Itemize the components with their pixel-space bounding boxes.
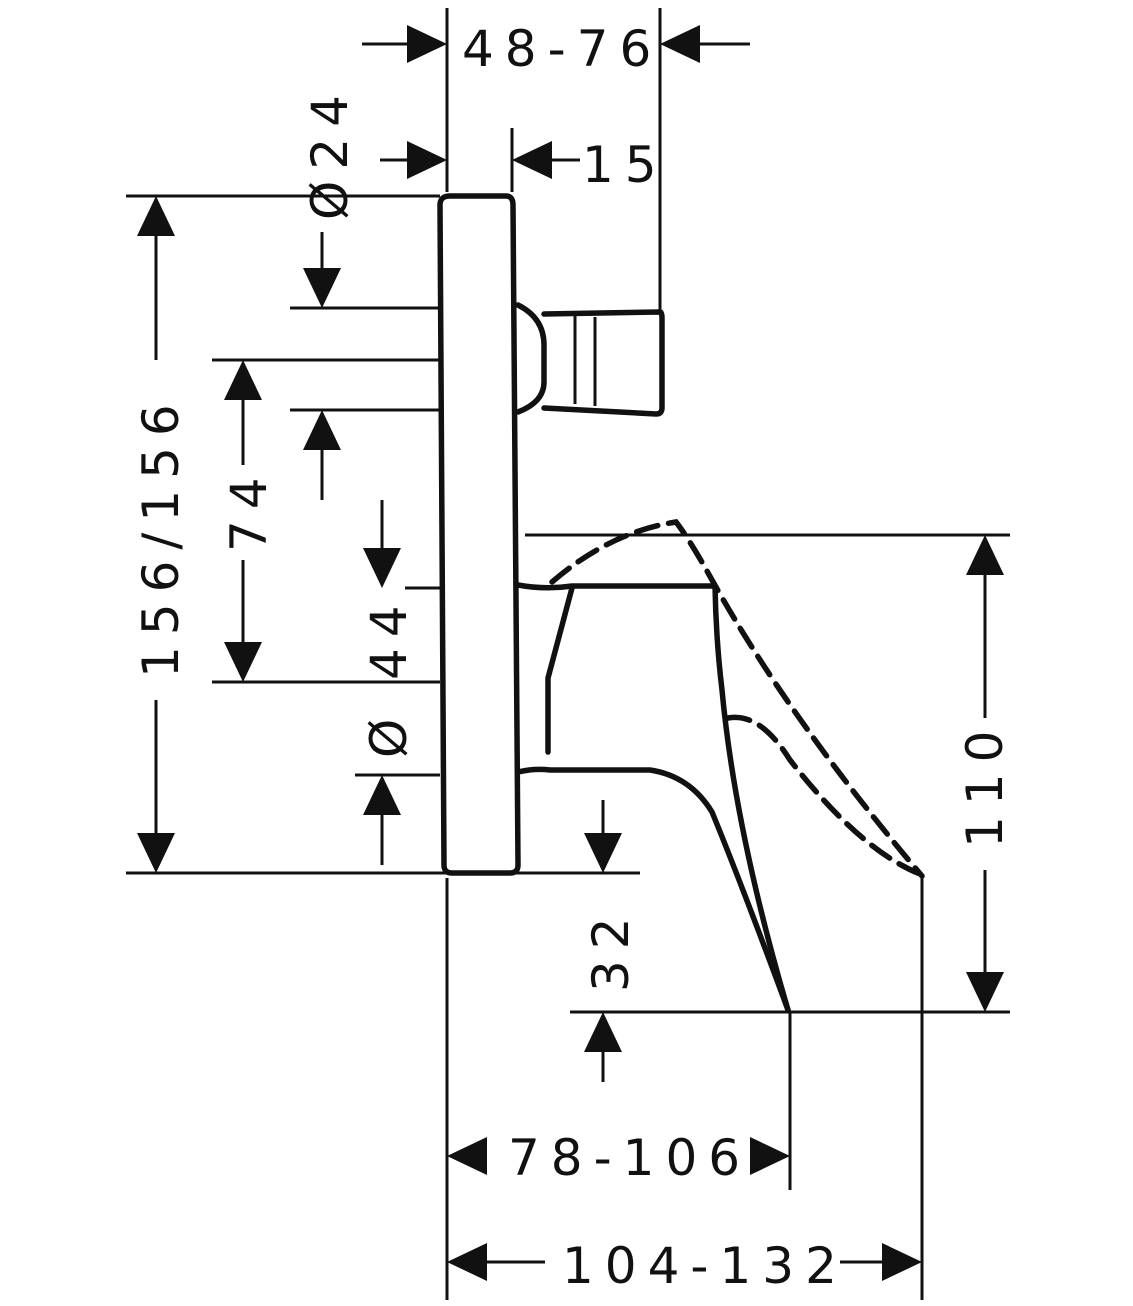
extension-lines <box>126 8 1010 1300</box>
dim-15-arrows <box>380 141 580 179</box>
dim-diameter-lower-label: Ø <box>360 708 418 758</box>
dim-104-132-arrows <box>447 1243 922 1281</box>
lifted-handle-position <box>549 519 925 879</box>
dim-110-arrows <box>966 535 1004 1012</box>
wall-plate <box>437 193 521 876</box>
dim-32-arrows <box>584 800 622 1082</box>
dim-156-label: 156/156 <box>132 393 190 678</box>
dim-78-106-arrows <box>447 1137 790 1175</box>
dim-104-132-label: 104-132 <box>562 1237 848 1295</box>
dim-diameter-lower-arrow <box>363 775 401 865</box>
dim-small-arrow-410 <box>303 410 341 500</box>
dim-32-label: 32 <box>582 906 640 992</box>
dim-74-label: 74 <box>220 466 278 552</box>
dim-74-arrows <box>224 360 262 682</box>
dim-110-label: 110 <box>956 720 1014 848</box>
dim-48-76-arrows <box>362 25 750 63</box>
dim-78-106-label: 78-106 <box>508 1129 751 1187</box>
dim-156-arrows <box>137 196 175 873</box>
mixer-handle-body <box>515 582 791 1013</box>
dim-diameter-24-arrow <box>303 232 341 308</box>
dim-48-76-label: 48-76 <box>462 20 662 78</box>
dim-diameter-24-label: Ø24 <box>301 84 359 220</box>
diverter-knob <box>515 302 665 417</box>
dim-44-arrows <box>363 500 401 588</box>
dim-44-label: 44 <box>360 594 418 680</box>
dim-15-label: 15 <box>582 136 668 194</box>
